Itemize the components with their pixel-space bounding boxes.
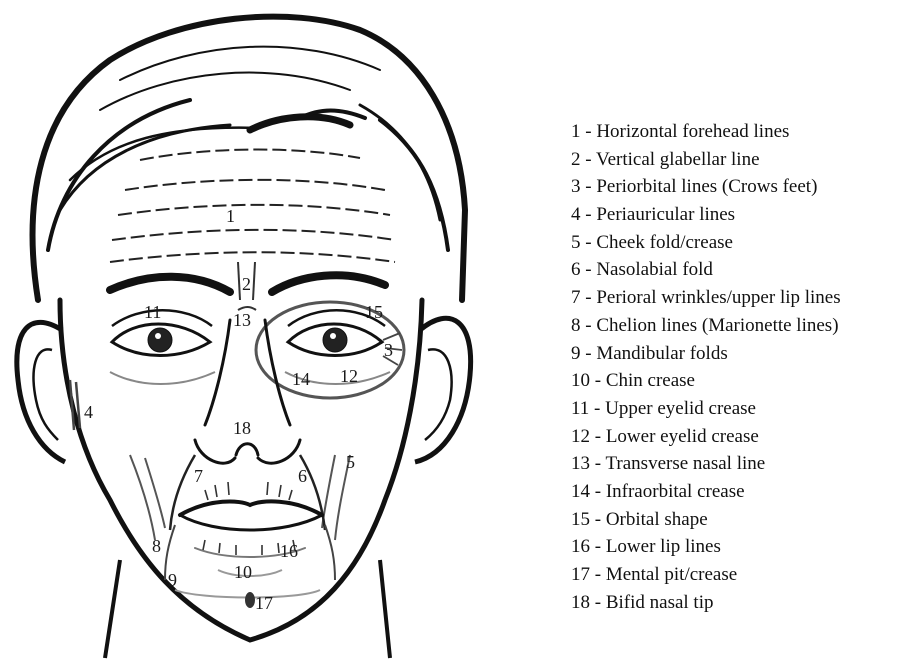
legend-item: 3 - Periorbital lines (Crows feet): [571, 173, 841, 201]
hair: [33, 17, 465, 300]
legend-item: 7 - Perioral wrinkles/upper lip lines: [571, 284, 841, 312]
forehead-lines: [110, 150, 395, 262]
cheek-folds: [130, 455, 350, 540]
label-11: 11: [144, 302, 161, 322]
label-7: 7: [194, 466, 203, 486]
label-9: 9: [168, 570, 177, 590]
legend-item: 2 - Vertical glabellar line: [571, 146, 841, 174]
label-12: 12: [340, 366, 358, 386]
legend-item: 9 - Mandibular folds: [571, 340, 841, 368]
legend-item: 1 - Horizontal forehead lines: [571, 118, 841, 146]
legend-item: 11 - Upper eyelid crease: [571, 395, 841, 423]
label-6: 6: [298, 466, 307, 486]
label-18: 18: [233, 418, 251, 438]
label-15: 15: [365, 302, 383, 322]
label-13: 13: [233, 310, 251, 330]
label-1: 1: [226, 206, 235, 226]
legend: 1 - Horizontal forehead lines 2 - Vertic…: [571, 118, 841, 616]
label-10: 10: [234, 562, 252, 582]
legend-item: 18 - Bifid nasal tip: [571, 589, 841, 617]
label-16: 16: [280, 541, 298, 561]
legend-item: 8 - Chelion lines (Marionette lines): [571, 312, 841, 340]
mental-pit: [245, 592, 255, 608]
label-2: 2: [242, 274, 251, 294]
legend-item: 12 - Lower eyelid crease: [571, 423, 841, 451]
legend-item: 5 - Cheek fold/crease: [571, 229, 841, 257]
label-14: 14: [292, 369, 310, 389]
legend-item: 10 - Chin crease: [571, 367, 841, 395]
mouth: [180, 501, 322, 557]
legend-item: 14 - Infraorbital crease: [571, 478, 841, 506]
label-3: 3: [384, 340, 393, 360]
label-5: 5: [346, 452, 355, 472]
label-4: 4: [84, 402, 93, 422]
label-8: 8: [152, 536, 161, 556]
legend-item: 6 - Nasolabial fold: [571, 256, 841, 284]
face-wrinkle-illustration: 1 2 3 4 5 6 7 8 9 10 11 12 13 14 15 16 1…: [0, 0, 560, 660]
left-eye: [110, 310, 215, 384]
legend-item: 17 - Mental pit/crease: [571, 561, 841, 589]
legend-item: 4 - Periauricular lines: [571, 201, 841, 229]
legend-item: 16 - Lower lip lines: [571, 533, 841, 561]
legend-item: 15 - Orbital shape: [571, 506, 841, 534]
legend-item: 13 - Transverse nasal line: [571, 450, 841, 478]
label-17: 17: [255, 593, 273, 613]
